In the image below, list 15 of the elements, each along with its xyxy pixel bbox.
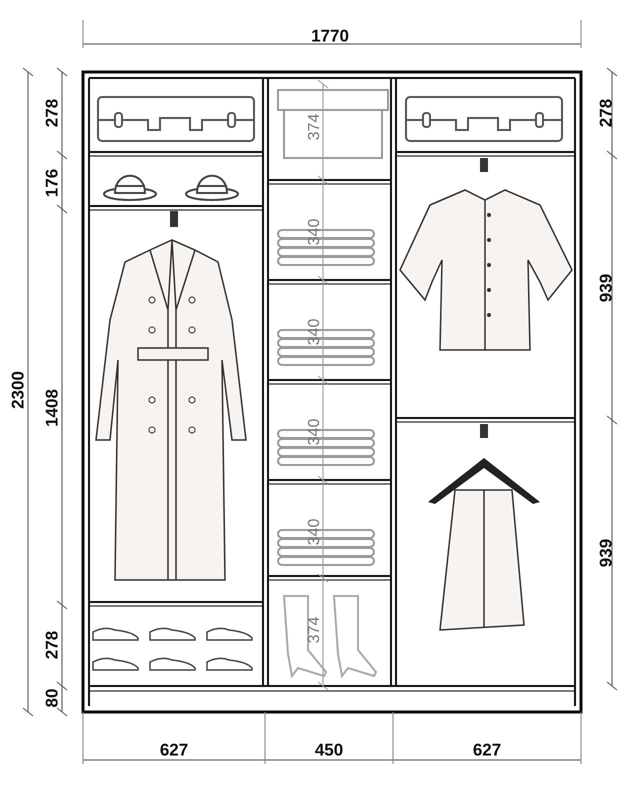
- dimension-value: 176: [44, 168, 60, 198]
- dimension-value: 2300: [10, 371, 26, 409]
- dimension-value: 278: [44, 630, 60, 660]
- dimension-value: 374: [307, 114, 323, 140]
- dimension-value: 939: [598, 538, 614, 568]
- dimension-value: 627: [160, 742, 188, 758]
- dimension-value: 450: [314, 742, 344, 758]
- dimension-value: 80: [44, 688, 60, 708]
- dimension-value: 278: [44, 98, 60, 128]
- dimension-value: 1770: [311, 28, 349, 44]
- dimension-value: 278: [598, 98, 614, 128]
- dimension-value: 939: [598, 274, 614, 302]
- dimension-value: 1408: [44, 389, 60, 427]
- dimension-value: 627: [472, 742, 502, 758]
- dimension-value: 374: [307, 616, 323, 644]
